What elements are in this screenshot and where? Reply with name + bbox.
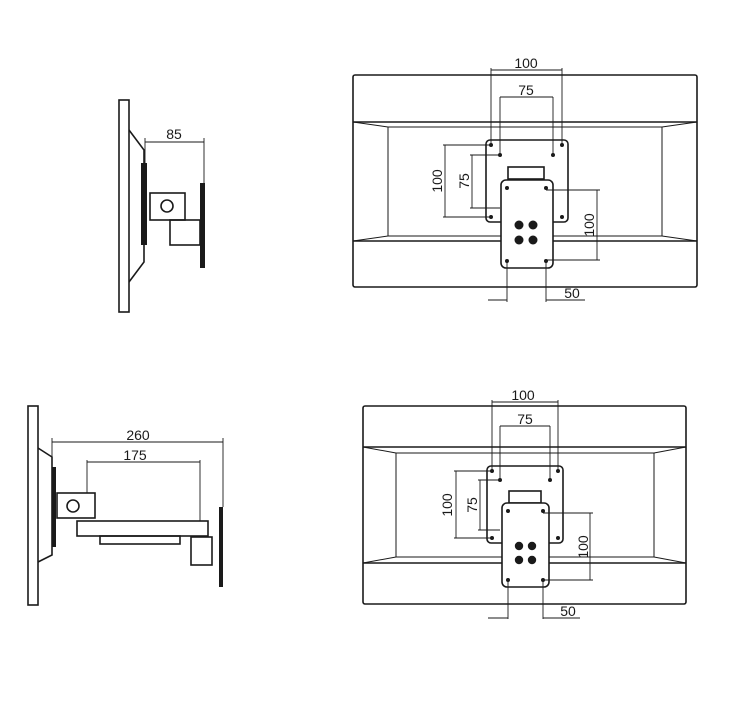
arm-cover (99, 535, 181, 545)
dimension-label: 100 (575, 535, 591, 559)
arm-segment (76, 520, 209, 537)
dimension-label: 175 (123, 447, 147, 463)
dimension-label: 50 (560, 603, 576, 619)
wall-plate-front (500, 179, 554, 269)
vesa-mount-plate (52, 467, 56, 547)
dimension-label: 75 (456, 173, 472, 189)
dimension-label: 50 (564, 285, 580, 301)
dimension-85: 85 (144, 126, 205, 185)
dimension-label: 75 (464, 497, 480, 513)
joint-pivot (66, 499, 80, 513)
dimension-label: 100 (439, 493, 455, 517)
side-view-extended: 260 175 (27, 405, 224, 606)
dimension-label: 100 (429, 169, 445, 193)
monitor-panel-side (118, 99, 130, 313)
dimension-label: 75 (518, 82, 534, 98)
front-view-top: 100 75 100 75 100 50 (352, 55, 698, 302)
dimension-label: 100 (514, 55, 538, 71)
joint-pivot (160, 199, 174, 213)
dimension-label: 75 (517, 411, 533, 427)
tilt-joint (149, 192, 186, 221)
tilt-joint (56, 492, 96, 519)
monitor-outline (362, 405, 687, 605)
arm-head (508, 490, 542, 504)
arm-block (169, 219, 201, 246)
dimension-label: 100 (581, 213, 597, 237)
monitor-back-taper (37, 447, 53, 563)
dimension-label: 100 (511, 387, 535, 403)
wall-plate (219, 507, 223, 587)
dimension-label: 85 (166, 126, 182, 142)
wall-plate-front (501, 502, 550, 588)
wall-plate (200, 183, 205, 268)
vesa-mount-plate (141, 163, 147, 245)
arm-block (190, 536, 213, 566)
side-view-retracted: 85 (118, 99, 205, 313)
dimension-label: 260 (126, 427, 150, 443)
monitor-outline (352, 74, 698, 288)
monitor-panel-side (27, 405, 39, 606)
arm-head (507, 166, 545, 180)
front-view-bottom: 100 75 100 75 100 50 (362, 387, 687, 619)
